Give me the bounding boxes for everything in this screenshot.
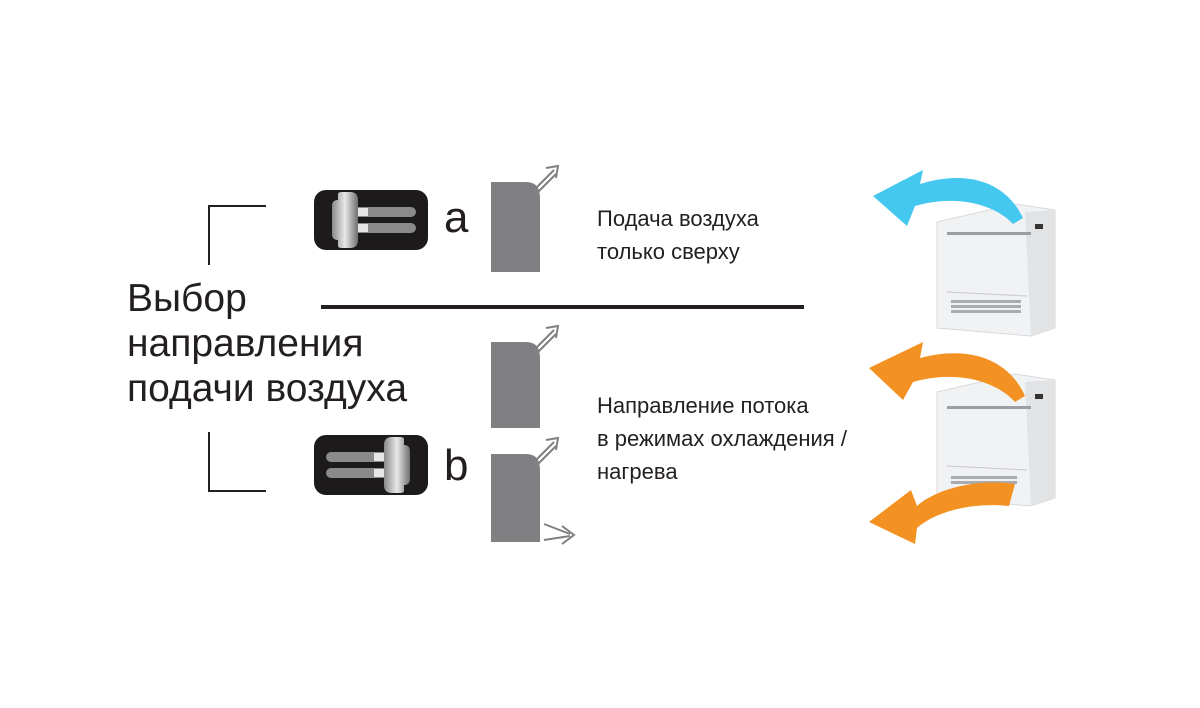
air-conditioner-unit-a	[936, 203, 1056, 337]
switch-b-graphic	[326, 437, 410, 493]
option-b-letter: b	[444, 441, 469, 490]
switch-b-icon	[314, 435, 428, 495]
bottom-vent-grille	[951, 300, 1021, 313]
blue-airflow-arrow	[873, 170, 1023, 226]
option-b-desc-line-2: в режимах охлаждения /	[597, 426, 847, 451]
option-a-description: Подача воздуха только сверху	[597, 202, 759, 268]
diagram-title: Выбор направления подачи воздуха	[127, 276, 407, 411]
option-b-desc-line-1: Направление потока	[597, 393, 809, 418]
unit-b-illustration	[869, 342, 1056, 544]
outlet-b-bottom-panel	[491, 454, 540, 542]
option-a-letter: a	[444, 193, 469, 242]
unit-a-illustration	[873, 170, 1056, 337]
outlet-b-top-diagram	[491, 324, 560, 428]
outlet-a-panel	[491, 182, 540, 272]
orange-airflow-down-arrow	[869, 482, 1015, 544]
bracket-top	[208, 205, 266, 265]
outlet-b-top-panel	[491, 342, 540, 428]
arrow-right-b-icon	[543, 523, 576, 545]
bracket-bottom	[208, 432, 266, 492]
arrow-up-b1-icon	[533, 324, 560, 353]
title-line-2: направления	[127, 322, 364, 365]
arrow-up-b2-icon	[533, 436, 560, 465]
title-line-3: подачи воздуха	[127, 367, 408, 410]
arrow-up-a-icon	[533, 164, 560, 193]
switch-a-icon	[314, 190, 428, 250]
outlet-a-diagram	[491, 164, 560, 272]
title-line-1: Выбор	[127, 277, 247, 320]
option-a-desc-line-2: только сверху	[597, 239, 740, 264]
option-b-description: Направление потока в режимах охлаждения …	[597, 389, 847, 488]
orange-airflow-up-arrow	[869, 342, 1025, 402]
option-b-desc-line-3: нагрева	[597, 459, 678, 484]
switch-a-graphic	[332, 192, 416, 248]
top-vent-grille	[947, 232, 1031, 235]
option-a-desc-line-1: Подача воздуха	[597, 206, 759, 231]
section-divider	[321, 305, 804, 309]
outlet-b-bottom-diagram	[491, 436, 576, 545]
